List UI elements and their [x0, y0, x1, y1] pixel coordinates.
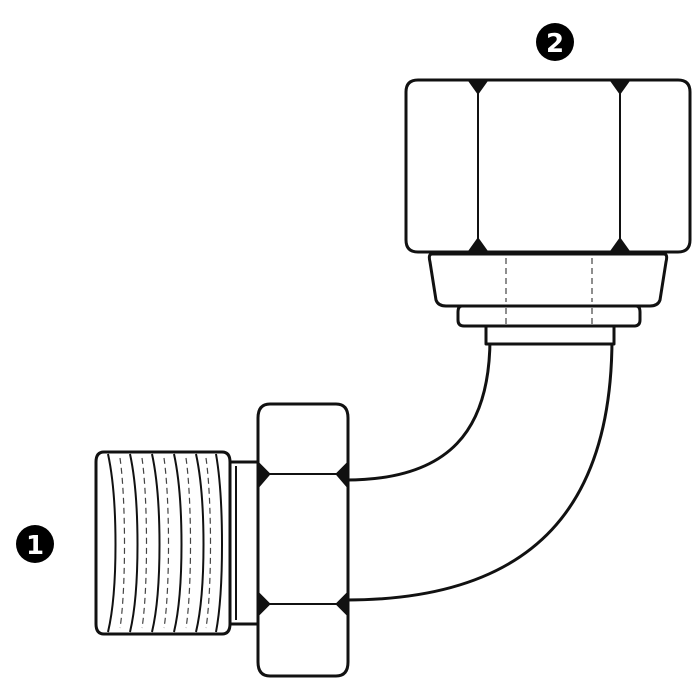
callout-1: 1	[16, 525, 54, 563]
callout-2-label: 2	[546, 29, 564, 59]
elbow-tube	[344, 324, 616, 602]
nut-collar	[427, 252, 669, 328]
threaded-end	[94, 450, 260, 636]
body-hex	[256, 402, 350, 678]
callout-2: 2	[536, 23, 574, 61]
swivel-nut	[404, 78, 692, 254]
callout-1-label: 1	[26, 531, 44, 561]
